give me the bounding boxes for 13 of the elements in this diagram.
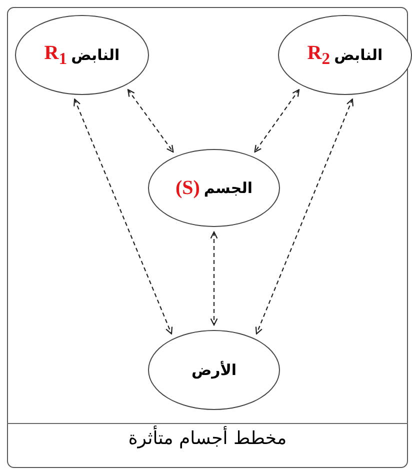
symbol-label: R$_{1}$ xyxy=(44,42,68,68)
arrow xyxy=(254,89,300,153)
arrow xyxy=(210,231,218,326)
node-label: النابض xyxy=(71,46,120,64)
symbol-label: R$_{2}$ xyxy=(307,42,330,68)
arrow xyxy=(74,98,173,334)
node-label: الأرض xyxy=(191,361,237,379)
symbol-label: (S) xyxy=(175,176,200,200)
arrow xyxy=(255,98,354,334)
node-label: الجسم xyxy=(204,179,253,197)
node-label: النابض xyxy=(334,46,383,64)
caption: مخطط أجسام متأثرة xyxy=(128,428,287,449)
arrow xyxy=(127,89,174,153)
